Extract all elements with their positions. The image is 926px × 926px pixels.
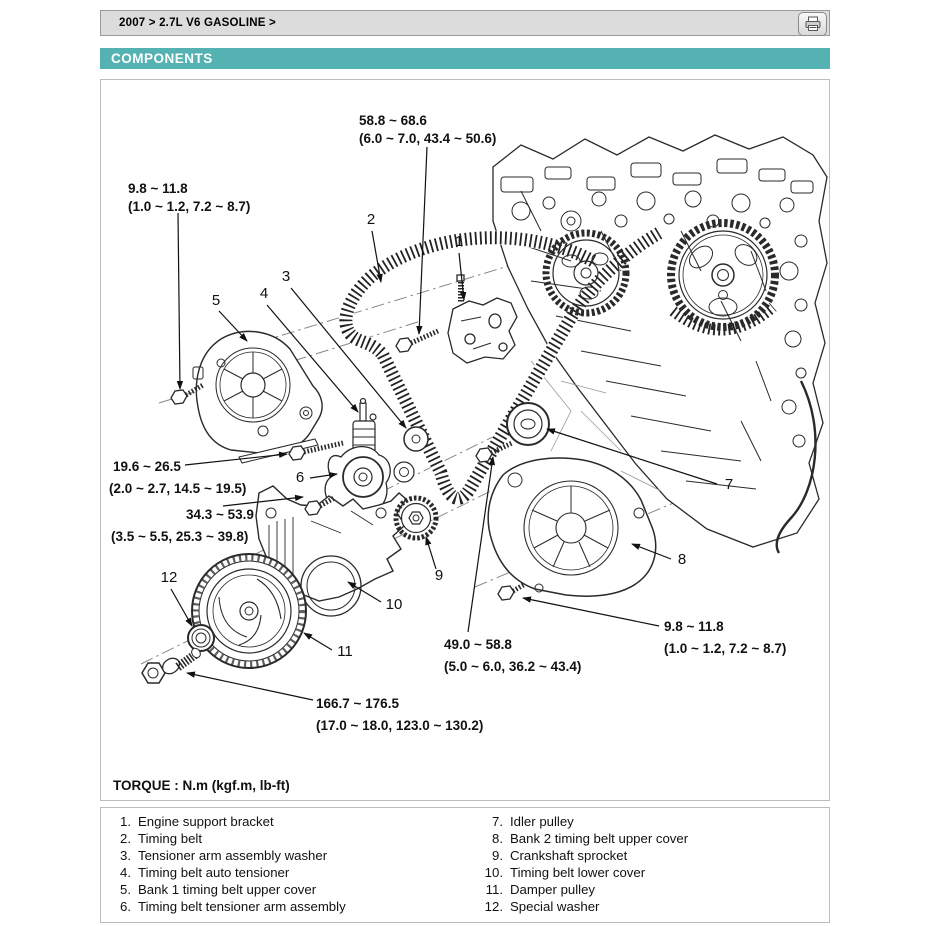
- torque-label: (5.0 ~ 6.0, 36.2 ~ 43.4): [444, 659, 581, 674]
- tensioner-arm-washer: [403, 426, 429, 452]
- callout-number: 9: [435, 567, 443, 584]
- section-title: COMPONENTS: [111, 51, 213, 66]
- torque-label: 58.8 ~ 68.6: [359, 113, 427, 128]
- callout-number: 5: [212, 292, 220, 309]
- section-banner: COMPONENTS: [100, 48, 830, 69]
- callout-number: 7: [725, 476, 733, 493]
- callout-number: 8: [678, 551, 686, 568]
- callout-number: 10: [386, 596, 403, 613]
- timing-belt-lower-cover: [255, 485, 407, 617]
- legend-column-left: 1.Engine support bracket 2.Timing belt 3.T…: [107, 813, 479, 915]
- legend-item: 5.Bank 1 timing belt upper cover: [120, 882, 317, 897]
- crankshaft-sprocket: [393, 495, 439, 541]
- printer-icon: [805, 16, 820, 31]
- cam-sprocket-bank2: [667, 219, 779, 331]
- torque-label: (2.0 ~ 2.7, 14.5 ~ 19.5): [109, 481, 246, 496]
- crankshaft-bolt: [141, 647, 201, 684]
- special-washer: [187, 624, 215, 652]
- legend-item: 9.Crankshaft sprocket: [492, 848, 628, 863]
- breadcrumb-bar: 2007 > 2.7L V6 GASOLINE >: [100, 10, 830, 36]
- callout-number: 1: [455, 233, 463, 250]
- legend-item: 7.Idler pulley: [492, 814, 574, 829]
- legend-column-right: 7.Idler pulley 8.Bank 2 timing belt upper…: [479, 813, 829, 915]
- torque-labels: 58.8 ~ 68.6 (6.0 ~ 7.0, 43.4 ~ 50.6) 9.8 ~…: [109, 113, 786, 733]
- legend-item: 4.Timing belt auto tensioner: [120, 865, 290, 880]
- callout-number: 4: [260, 285, 268, 302]
- legend-item: 3.Tensioner arm assembly washer: [120, 848, 328, 863]
- callout-number: 12: [161, 569, 178, 586]
- parts-legend: 1.Engine support bracket 2.Timing belt 3.T…: [100, 807, 830, 923]
- legend-item: 11.Damper pulley: [485, 882, 596, 897]
- legend-item: 1.Engine support bracket: [120, 814, 274, 829]
- engine-support-bracket: [447, 274, 518, 364]
- torque-note: TORQUE : N.m (kgf.m, lb-ft): [113, 778, 290, 793]
- tensioner-arm-assembly: [324, 445, 415, 529]
- callout-number: 2: [367, 211, 375, 228]
- torque-label: (3.5 ~ 5.5, 25.3 ~ 39.8): [111, 529, 248, 544]
- torque-label: 34.3 ~ 53.9: [186, 507, 254, 522]
- bank1-upper-cover: [192, 330, 323, 464]
- legend-item: 12.Special washer: [484, 899, 600, 914]
- torque-leader-lines: [176, 146, 660, 701]
- torque-label: (1.0 ~ 1.2, 7.2 ~ 8.7): [664, 641, 786, 656]
- print-button[interactable]: [798, 12, 827, 36]
- callout-number: 6: [296, 469, 304, 486]
- torque-label: (1.0 ~ 1.2, 7.2 ~ 8.7): [128, 199, 250, 214]
- callout-leader-lines: [170, 230, 718, 651]
- torque-label: 166.7 ~ 176.5: [316, 696, 399, 711]
- timing-belt: [339, 226, 777, 506]
- bank2-upper-cover: [487, 457, 657, 597]
- legend-item: 10.Timing belt lower cover: [484, 865, 646, 880]
- callout-number: 11: [337, 643, 353, 660]
- torque-label: 9.8 ~ 11.8: [664, 619, 724, 634]
- torque-label: 19.6 ~ 26.5: [113, 459, 181, 474]
- callout-number: 3: [282, 268, 290, 285]
- damper-pulley: [191, 553, 307, 669]
- engine-diagram: 58.8 ~ 68.6 (6.0 ~ 7.0, 43.4 ~ 50.6) 9.8 ~…: [109, 113, 828, 733]
- torque-label: (6.0 ~ 7.0, 43.4 ~ 50.6): [359, 131, 496, 146]
- cam-sprocket-bank1: [542, 229, 630, 317]
- engine-block: [492, 134, 828, 554]
- torque-label: (17.0 ~ 18.0, 123.0 ~ 130.2): [316, 718, 483, 733]
- legend-item: 8.Bank 2 timing belt upper cover: [492, 831, 689, 846]
- torque-label: 9.8 ~ 11.8: [128, 181, 188, 196]
- legend-item: 6.Timing belt tensioner arm assembly: [120, 899, 346, 914]
- mounting-bolts: [170, 328, 527, 601]
- manual-page: 2007 > 2.7L V6 GASOLINE > COMPONENTS: [100, 10, 830, 923]
- harness-cable: [775, 380, 817, 554]
- breadcrumb[interactable]: 2007 > 2.7L V6 GASOLINE >: [119, 17, 276, 29]
- legend-item: 2.Timing belt: [120, 831, 203, 846]
- idler-pulley: [506, 402, 550, 446]
- torque-label: 49.0 ~ 58.8: [444, 637, 512, 652]
- diagram-panel: 58.8 ~ 68.6 (6.0 ~ 7.0, 43.4 ~ 50.6) 9.8 ~…: [100, 79, 830, 801]
